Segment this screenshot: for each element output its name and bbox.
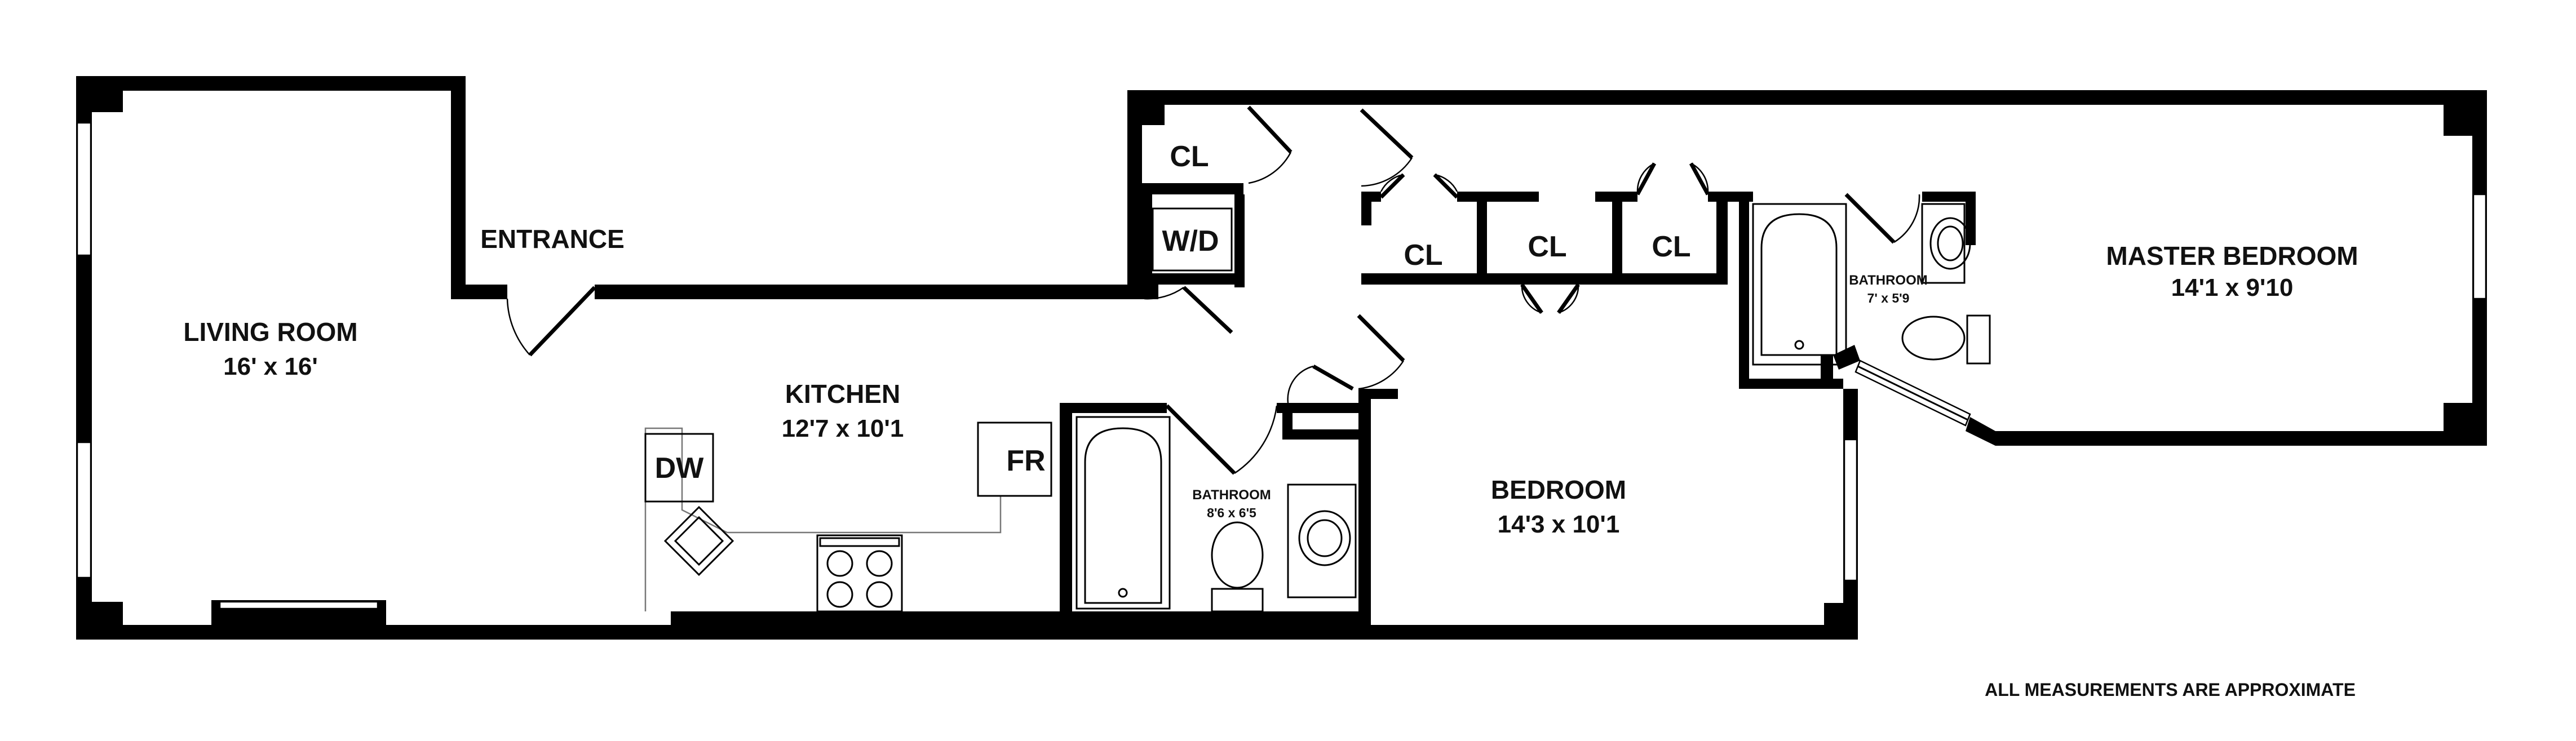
kitchen-sink (663, 505, 734, 576)
bathroom-1-dims: 8'6 x 6'5 (1207, 505, 1256, 520)
entrance-door (528, 286, 596, 357)
washer-dryer-label: W/D (1162, 225, 1219, 258)
master-bedroom-name: MASTER BEDROOM (2106, 241, 2358, 270)
measurement-note: ALL MEASUREMENTS ARE APPROXIMATE (1985, 680, 2356, 700)
bathtub-2 (1752, 203, 1847, 366)
bathroom-1-name: BATHROOM (1192, 487, 1271, 503)
bathtub-1 (1075, 416, 1171, 610)
windows (76, 122, 2487, 625)
window-living-west-2 (76, 441, 92, 579)
doors (506, 105, 1920, 475)
dishwasher (644, 433, 714, 503)
dishwasher-label: DW (655, 452, 705, 485)
fridge (977, 421, 1052, 497)
kitchen-counter (644, 427, 1002, 611)
room-labels: LIVING ROOM 16' x 16' ENTRANCE KITCHEN 1… (183, 224, 2358, 538)
kitchen-name: KITCHEN (785, 379, 900, 409)
closet-label-1: CL (1170, 140, 1209, 173)
window-living-west-1 (76, 122, 92, 256)
appliance-labels: W/D DW FR (655, 225, 1219, 485)
kitchen-dims: 12'7 x 10'1 (782, 415, 904, 442)
closet-label-4: CL (1652, 230, 1690, 263)
bathroom-2-dims: 7' x 5'9 (1867, 291, 1910, 305)
fridge-label: FR (1006, 445, 1045, 477)
window-bedroom-east (1843, 438, 1858, 582)
sink-1 (1287, 483, 1357, 598)
toilet-1 (1211, 521, 1264, 613)
bathroom-2-name: BATHROOM (1849, 273, 1928, 288)
toilet-2 (1901, 314, 1991, 365)
window-master-east (2472, 193, 2487, 300)
wall-corners (92, 91, 2472, 625)
closet-labels: CL CL CL CL (1170, 140, 1690, 272)
interior-walls (1060, 183, 1995, 625)
fixtures (644, 203, 1991, 613)
master-bedroom-dims: 14'1 x 9'10 (2171, 274, 2294, 301)
exterior-walls (76, 76, 2487, 640)
sink-2 (1921, 203, 1971, 284)
bedroom-dims: 14'3 x 10'1 (1498, 511, 1620, 538)
closet-label-3: CL (1528, 230, 1566, 263)
bedroom-name: BEDROOM (1491, 475, 1626, 504)
washer-dryer (1152, 207, 1233, 272)
closet-label-2: CL (1404, 239, 1442, 272)
entrance-label: ENTRANCE (480, 224, 625, 254)
stove (816, 534, 903, 613)
living-room-dims: 16' x 16' (223, 353, 318, 380)
living-room-name: LIVING ROOM (183, 317, 357, 347)
